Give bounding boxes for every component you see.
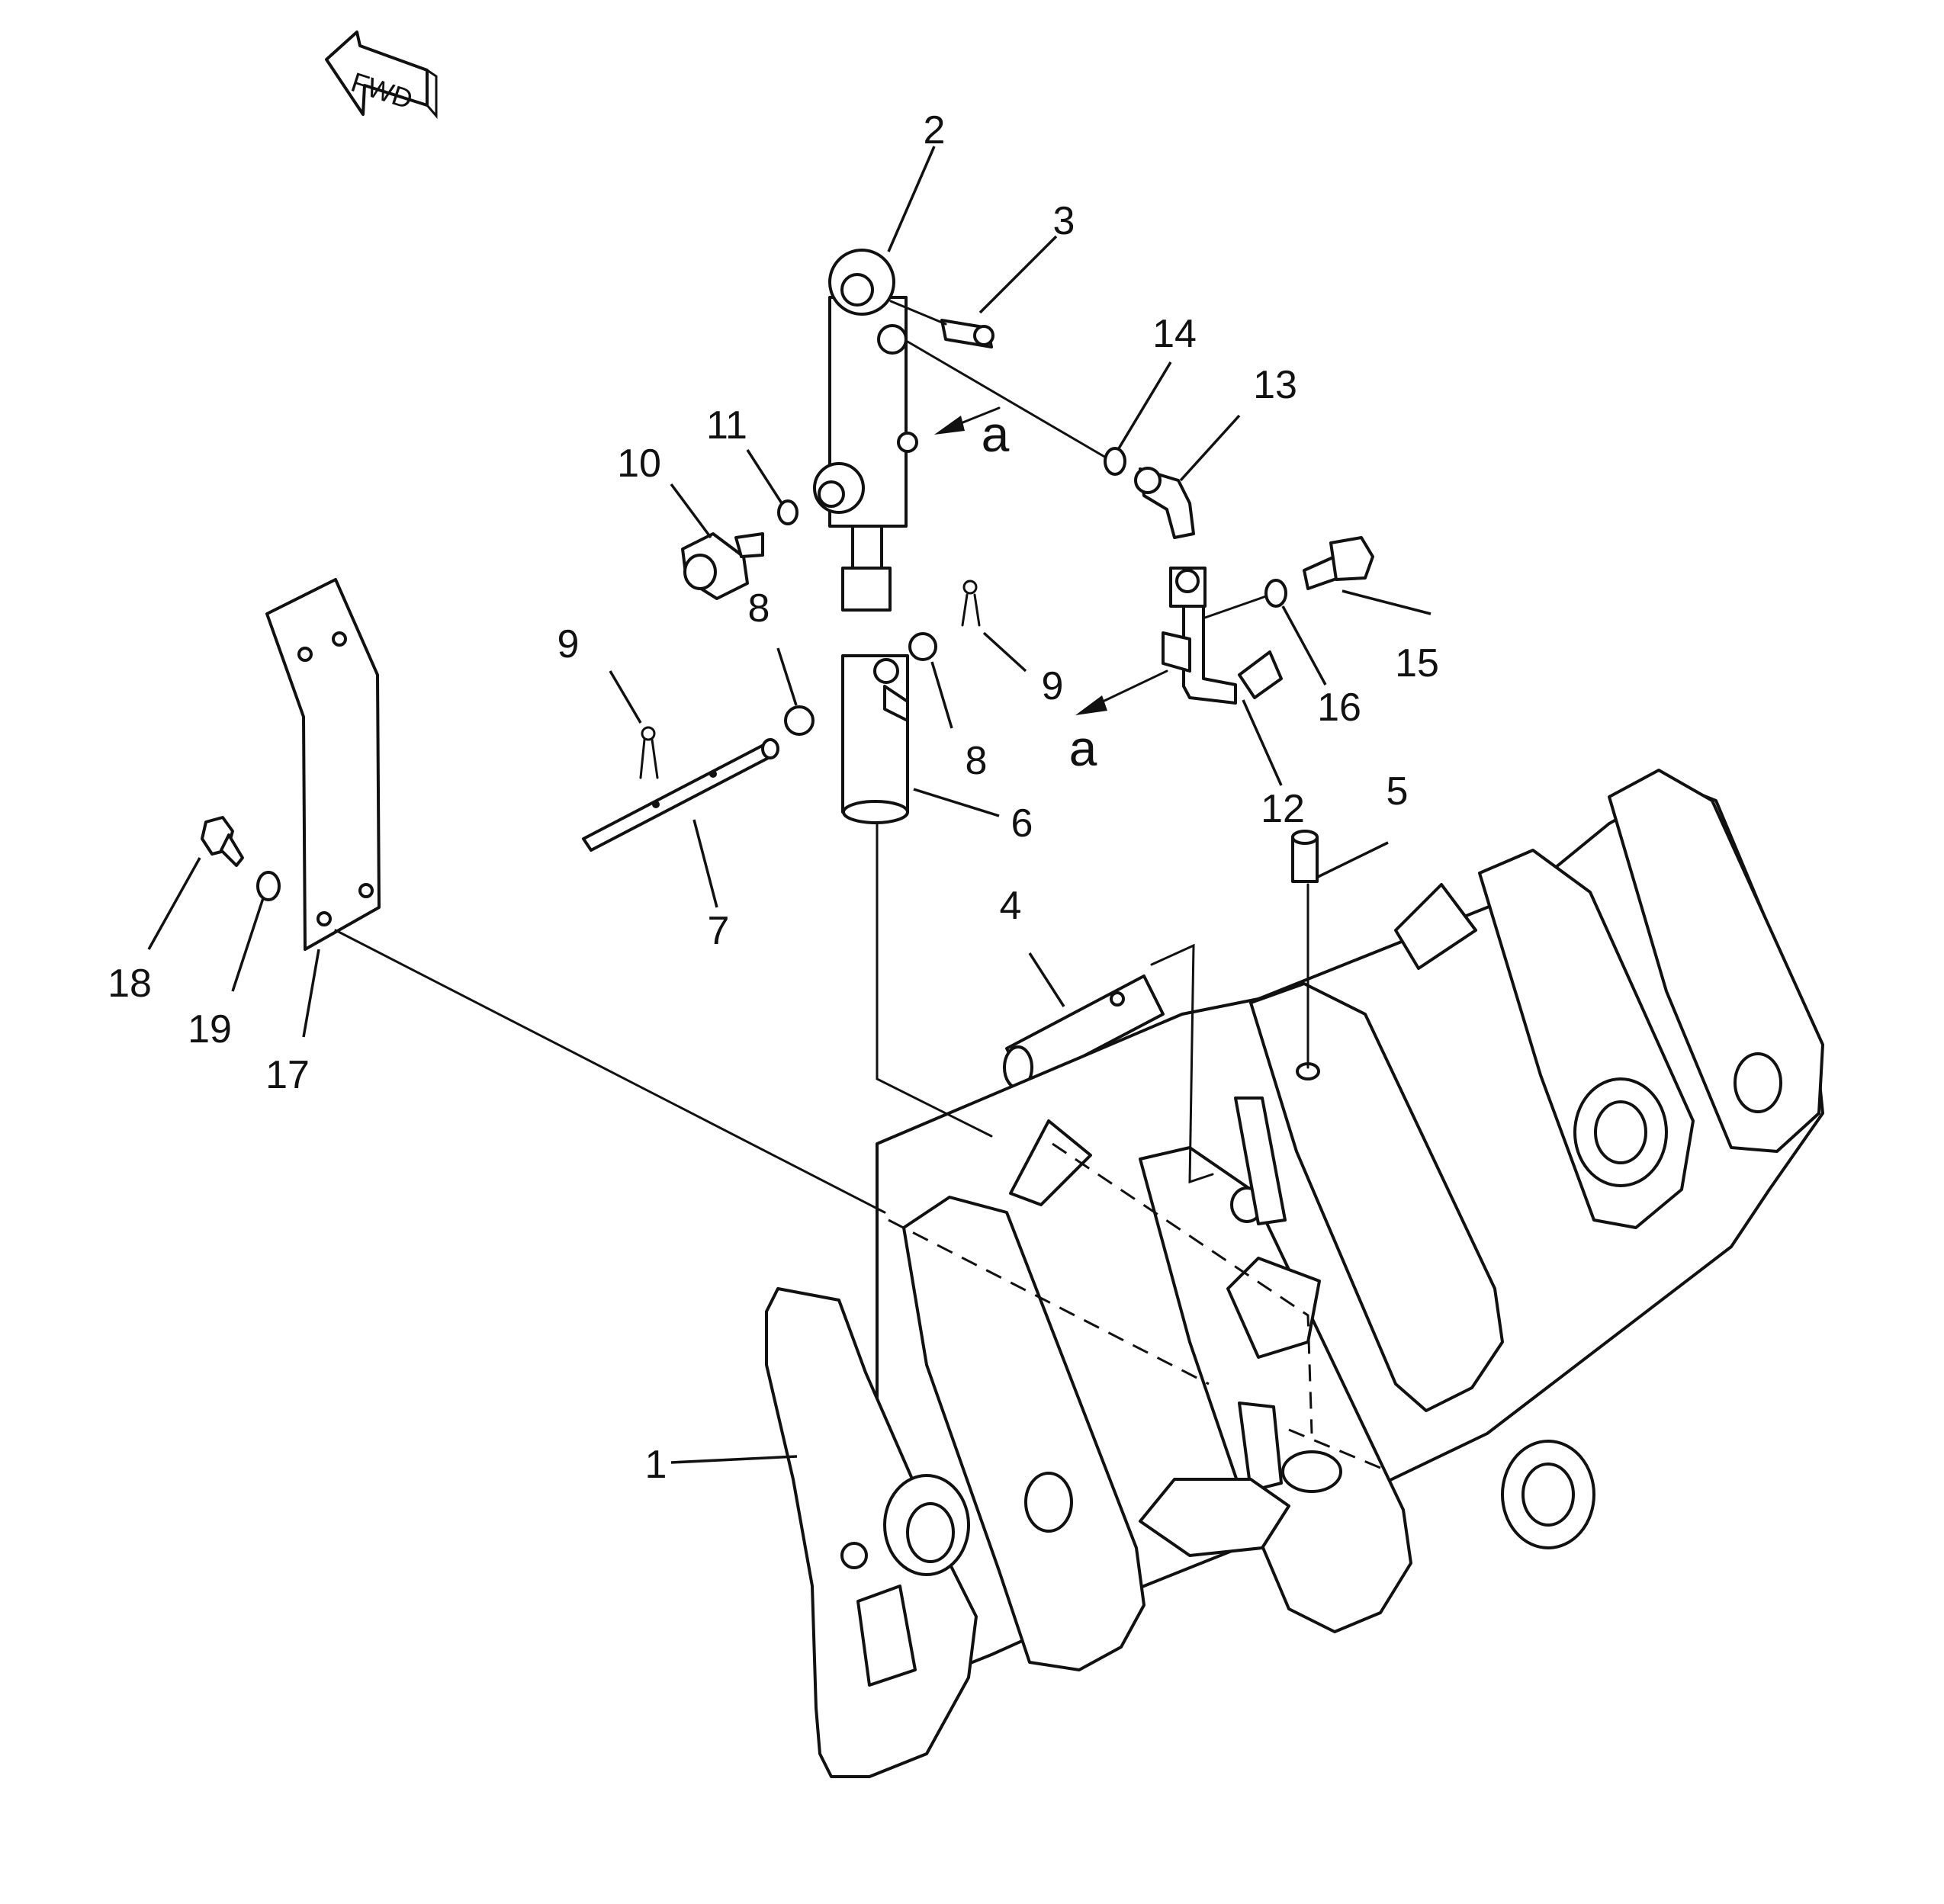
assembly-lines (334, 300, 1381, 1469)
bracket-17 (265, 578, 381, 951)
o-ring-14 (1104, 447, 1126, 476)
part-number-19: 19 (188, 1007, 232, 1052)
plug-10 (681, 532, 764, 600)
part-number-15: 15 (1395, 641, 1439, 686)
cotter-pin-9a (639, 726, 659, 779)
part-number-8: 8 (748, 586, 770, 631)
bolt-18 (201, 816, 244, 867)
cotter-pin-9b (961, 580, 981, 627)
o-ring-11 (777, 499, 798, 525)
pin-5 (1291, 830, 1319, 883)
reference-arrow-a-upper: a (934, 406, 1010, 462)
washer-8a (784, 705, 815, 736)
sleeve-6 (841, 654, 909, 824)
grease-fitting (940, 319, 994, 348)
part-number-labels: 1 2 3 4 5 6 7 8 8 9 9 10 11 12 13 14 15 … (108, 108, 1439, 1487)
part-number-11: 11 (706, 403, 747, 448)
part-number-18: 18 (108, 962, 152, 1006)
bolt-15 (1303, 536, 1374, 590)
cylinder (813, 249, 918, 612)
part-number-5: 5 (1387, 769, 1409, 814)
reference-label: a (982, 406, 1010, 462)
elbow-fitting (1134, 467, 1195, 539)
part-number-13: 13 (1253, 363, 1297, 407)
part-number-7: 7 (708, 909, 730, 953)
part-number-3: 3 (1053, 199, 1075, 243)
pin-7 (582, 738, 779, 852)
washer-8b (908, 632, 937, 661)
washer-19 (256, 871, 281, 901)
reference-arrow-a-lower: a (1069, 669, 1168, 776)
callout-leaders (147, 146, 1431, 1464)
part-number-17: 17 (265, 1053, 310, 1097)
part-number-10: 10 (617, 441, 661, 486)
part-number-12: 12 (1261, 787, 1305, 831)
washer-16 (1264, 579, 1287, 608)
fwd-arrow-icon: FWD (325, 31, 438, 120)
part-number-6: 6 (1011, 801, 1033, 846)
part-number-2: 2 (924, 108, 946, 153)
part-number-16: 16 (1317, 686, 1361, 730)
pipe-12 (1162, 567, 1283, 705)
part-number-4: 4 (1000, 884, 1022, 928)
part-number-8: 8 (966, 739, 988, 783)
main-frame (765, 769, 1824, 1778)
part-number-14: 14 (1152, 312, 1197, 356)
part-number-1: 1 (645, 1443, 667, 1487)
part-number-9: 9 (557, 622, 580, 666)
part-number-9: 9 (1042, 664, 1064, 708)
pin-4 (1003, 974, 1165, 1090)
reference-label: a (1069, 720, 1097, 776)
